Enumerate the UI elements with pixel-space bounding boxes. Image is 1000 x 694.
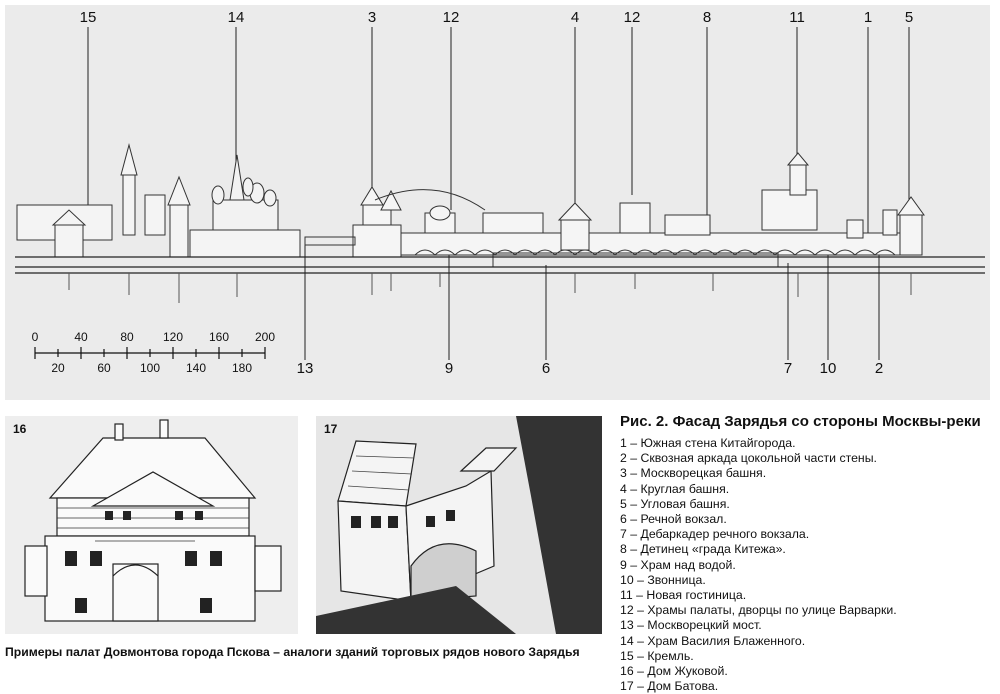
legend-item: 17 – Дом Батова. <box>620 679 719 694</box>
figure-caption: Примеры палат Довмонтова города Пскова –… <box>5 645 580 659</box>
legend-item: 7 – Дебаркадер речного вокзала. <box>620 527 810 542</box>
legend-item: 11 – Новая гостиница. <box>620 588 747 603</box>
callout-1: 1 <box>863 9 873 26</box>
scale-label: 100 <box>139 361 161 375</box>
callout-14: 14 <box>227 9 245 26</box>
callout-13: 13 <box>296 360 314 377</box>
legend-item: 9 – Храм над водой. <box>620 557 736 572</box>
scale-label: 120 <box>162 330 184 344</box>
callout-9: 9 <box>444 360 454 377</box>
scale-label: 60 <box>97 361 111 375</box>
scale-label: 200 <box>254 330 276 344</box>
callout-5: 5 <box>904 9 914 26</box>
legend-item: 12 – Храмы палаты, дворцы по улице Варва… <box>620 603 897 618</box>
callout-4: 4 <box>570 9 580 26</box>
legend-item: 2 – Сквозная аркада цокольной части стен… <box>620 451 877 466</box>
house-16-svg <box>24 419 282 622</box>
legend-title: Рис. 2. Фасад Зарядья со стороны Москвы-… <box>620 413 981 430</box>
scale-label: 160 <box>208 330 230 344</box>
legend-list: 1 – Южная стена Китайгорода. 2 – Сквозна… <box>620 436 995 694</box>
callout-12-right: 12 <box>623 9 641 26</box>
legend-item: 15 – Кремль. <box>620 648 694 663</box>
house-17-drawing: 17 <box>316 416 602 634</box>
legend-item: 1 – Южная стена Китайгорода. <box>620 436 796 450</box>
callout-2: 2 <box>874 360 884 377</box>
facade-drawing: 15 14 3 12 4 12 8 11 1 5 13 9 6 7 10 2 0… <box>5 5 990 400</box>
callout-11: 11 <box>789 9 805 26</box>
legend-item: 13 – Москворецкий мост. <box>620 618 762 633</box>
legend: Рис. 2. Фасад Зарядья со стороны Москвы-… <box>620 413 995 694</box>
scale-label: 80 <box>120 330 134 344</box>
callout-12-left: 12 <box>442 9 460 26</box>
scale-label: 40 <box>74 330 88 344</box>
legend-item: 8 – Детинец «града Китежа». <box>620 542 786 557</box>
scale-label: 0 <box>31 330 39 344</box>
scale-label: 140 <box>185 361 207 375</box>
legend-item: 3 – Москворецкая башня. <box>620 466 767 481</box>
callout-10: 10 <box>819 360 837 377</box>
callout-7: 7 <box>783 360 793 377</box>
callout-6: 6 <box>541 360 551 377</box>
facade-svg <box>15 27 985 360</box>
legend-item: 10 – Звонница. <box>620 572 706 587</box>
callout-8: 8 <box>702 9 712 26</box>
scale-label: 180 <box>231 361 253 375</box>
legend-item: 14 – Храм Василия Блаженного. <box>620 633 806 648</box>
callout-3: 3 <box>367 9 377 26</box>
house-16-drawing: 16 <box>5 416 298 634</box>
legend-item: 4 – Круглая башня. <box>620 481 730 496</box>
callout-15: 15 <box>79 9 97 26</box>
figure-number-17: 17 <box>324 422 338 436</box>
legend-item: 6 – Речной вокзал. <box>620 512 727 527</box>
house-17-svg <box>316 416 602 634</box>
figure-number-16: 16 <box>13 422 27 436</box>
scale-label: 20 <box>51 361 65 375</box>
legend-item: 16 – Дом Жуковой. <box>620 664 728 679</box>
legend-item: 5 – Угловая башня. <box>620 496 730 511</box>
